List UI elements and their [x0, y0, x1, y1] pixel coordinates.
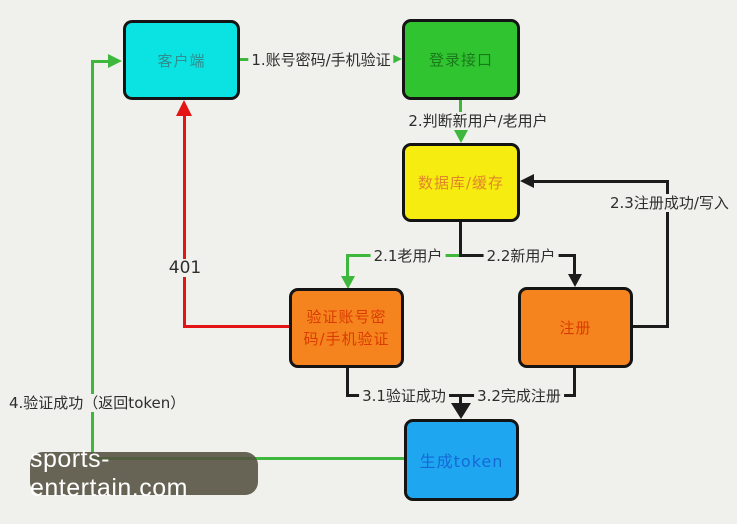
- edge-label-credentials: 1.账号密码/手机验证: [248, 51, 394, 69]
- edge-register-write-line-top: [532, 180, 669, 183]
- node-register: 注册: [518, 287, 633, 368]
- edge-label-judge-user: 2.判断新用户/老用户: [405, 112, 551, 130]
- edge-label-401: 401: [165, 259, 205, 277]
- node-register-label: 注册: [559, 319, 592, 337]
- node-client-label: 客户端: [157, 51, 206, 70]
- node-db-cache: 数据库/缓存: [402, 143, 520, 222]
- arrowhead-into-verify-icon: [341, 276, 355, 289]
- edge-label-return-token: 4.验证成功（返回token）: [6, 394, 189, 412]
- edge-old-user-line-v: [346, 254, 349, 278]
- edge-register-write-line-vertical: [666, 180, 669, 328]
- node-client: 客户端: [123, 20, 240, 100]
- watermark-text: sports-entertain.com: [30, 444, 188, 502]
- watermark-pill: sports-entertain.com: [30, 445, 258, 502]
- arrowhead-into-client-bottom-icon: [176, 100, 192, 116]
- node-verify-credentials-label: 验证账号密 码/手机验证: [303, 308, 390, 348]
- edge-new-user-line-v: [573, 254, 576, 276]
- arrowhead-into-token-icon: [451, 403, 471, 419]
- arrowhead-into-db-right-icon: [520, 174, 534, 188]
- edge-verify-success-line-v: [346, 368, 349, 397]
- node-generate-token: 生成token: [404, 419, 519, 501]
- edge-label-new-user: 2.2新用户: [483, 247, 559, 265]
- node-db-cache-label: 数据库/缓存: [417, 174, 505, 192]
- node-verify-credentials: 验证账号密 码/手机验证: [289, 288, 404, 368]
- node-login-api-label: 登录接口: [428, 51, 493, 69]
- node-login-api: 登录接口: [402, 19, 520, 100]
- edge-return-token-line-vertical: [91, 60, 94, 459]
- edge-register-write-line-bottom: [633, 325, 669, 328]
- edge-return-token-line-top: [91, 60, 109, 63]
- edge-db-stem-line: [459, 222, 462, 257]
- edge-label-old-user: 2.1老用户: [370, 247, 446, 265]
- arrowhead-into-register-icon: [568, 274, 582, 287]
- edge-register-done-line-v: [573, 368, 576, 397]
- edge-401-line-v: [183, 112, 186, 328]
- edge-label-register-done: 3.2完成注册: [474, 387, 564, 405]
- arrowhead-into-client-icon: [108, 54, 122, 68]
- arrowhead-into-db-icon: [454, 130, 468, 143]
- edge-label-verify-success: 3.1验证成功: [359, 387, 449, 405]
- edge-401-line-h: [183, 325, 289, 328]
- edge-token-stem-line: [459, 394, 462, 406]
- node-generate-token-label: 生成token: [419, 452, 504, 471]
- edge-label-register-write: 2.3注册成功/写入: [607, 194, 732, 212]
